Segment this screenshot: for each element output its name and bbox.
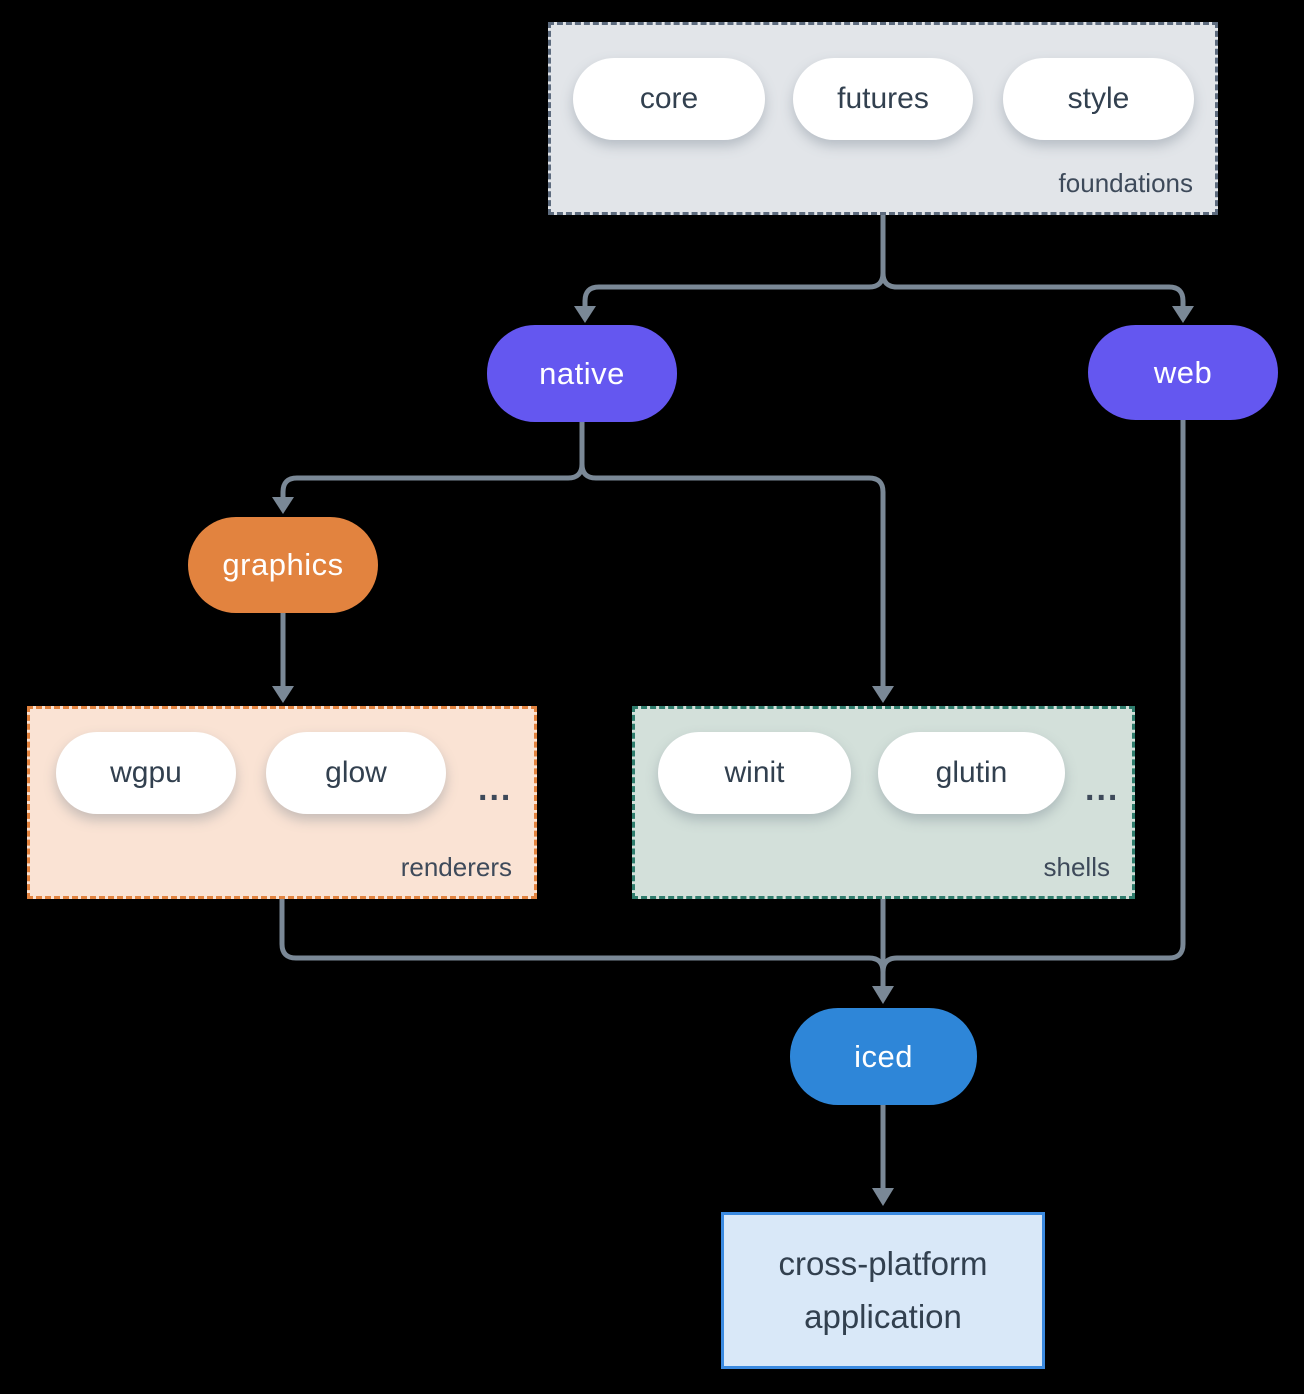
foundations-label: foundations — [1058, 168, 1193, 198]
arrowhead-web — [1172, 306, 1194, 323]
renderers-label: renderers — [400, 852, 512, 882]
connector-native-to-shells — [579, 419, 886, 695]
foundations-pill-style: style — [1003, 58, 1194, 140]
connector-foundations-to-web — [880, 212, 1186, 315]
arrowhead-graphics — [272, 497, 294, 514]
connector-renderers-to-iced — [279, 896, 886, 979]
shells-pill-glutin: glutin — [878, 732, 1065, 814]
arrowhead-shells — [872, 686, 894, 703]
cross-platform-application-label: cross-platform application — [778, 1244, 988, 1335]
cross-platform-application-box: cross-platform application — [721, 1212, 1045, 1369]
renderers-pill-wgpu: wgpu — [56, 732, 236, 814]
node-iced: iced — [790, 1008, 977, 1105]
renderers-pill-glow: glow — [266, 732, 446, 814]
foundations-pill-core: core — [573, 58, 765, 140]
shells-ellipsis: ... — [1085, 769, 1120, 808]
node-native: native — [487, 325, 677, 422]
arrowhead-app — [872, 1188, 894, 1206]
node-web: web — [1088, 325, 1278, 420]
node-graphics: graphics — [188, 517, 378, 613]
connector-native-to-graphics — [280, 419, 585, 506]
shells-pill-winit: winit — [658, 732, 851, 814]
foundations-group: core futures style foundations — [548, 22, 1218, 215]
arrowhead-renderers — [272, 686, 294, 703]
renderers-ellipsis: ... — [478, 769, 513, 808]
shells-label: shells — [1043, 852, 1110, 882]
shells-group: winit glutin ... shells — [632, 706, 1135, 899]
renderers-group: wgpu glow ... renderers — [27, 706, 537, 899]
arrowhead-iced — [872, 986, 894, 1004]
arrowhead-native — [574, 306, 596, 323]
foundations-pill-futures: futures — [793, 58, 973, 140]
connector-foundations-to-native — [582, 212, 886, 315]
